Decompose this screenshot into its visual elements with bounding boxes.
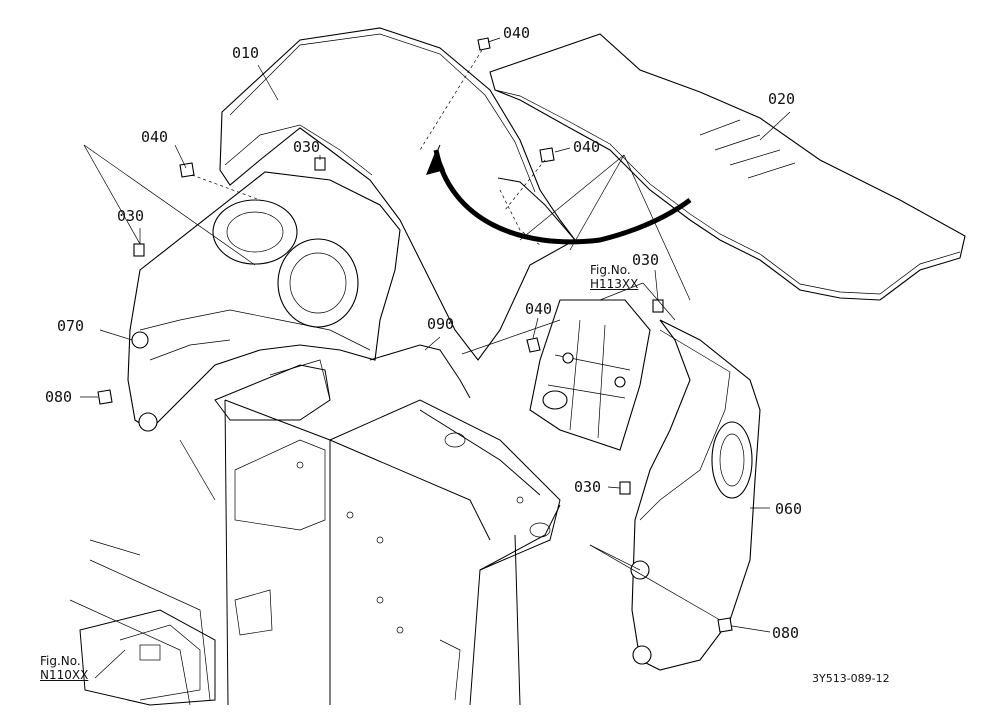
part-label-030-d: 030 <box>574 478 602 496</box>
leader-lines <box>80 37 791 679</box>
fig-ref-upper-title: Fig.No. <box>590 263 631 277</box>
part-label-040-c: 040 <box>573 138 601 156</box>
part-label-080-a: 080 <box>45 388 73 406</box>
document-id: 3Y513-089-12 <box>812 672 890 685</box>
fig-ref-lower[interactable]: Fig.No. N110XX <box>40 654 88 682</box>
part-label-020: 020 <box>768 90 796 108</box>
rotation-arrow <box>426 144 692 245</box>
part-label-010: 010 <box>232 44 260 62</box>
frame-chassis <box>214 359 561 706</box>
center-bracket-panel <box>529 299 651 451</box>
part-label-040-a: 040 <box>503 24 531 42</box>
part-label-070: 070 <box>57 317 85 335</box>
part-label-030-a: 030 <box>293 138 321 156</box>
rod-090 <box>369 344 471 399</box>
part-label-040-d: 040 <box>525 300 553 318</box>
fig-ref-upper-code[interactable]: H113XX <box>590 277 639 291</box>
fig-ref-lower-title: Fig.No. <box>40 654 81 668</box>
fig-ref-upper[interactable]: Fig.No. H113XX <box>590 263 638 291</box>
fasteners <box>97 37 733 633</box>
part-label-080-b: 080 <box>772 624 800 642</box>
part-label-030-b: 030 <box>117 207 145 225</box>
side-panel-060 <box>630 319 761 671</box>
part-label-060: 060 <box>775 500 803 518</box>
floor-panel-020 <box>489 33 966 301</box>
part-label-030-c: 030 <box>632 251 660 269</box>
side-panel-070 <box>127 171 401 432</box>
lower-housing <box>69 539 216 706</box>
part-label-090: 090 <box>427 315 455 333</box>
part-label-040-b: 040 <box>141 128 169 146</box>
fig-ref-lower-code[interactable]: N110XX <box>40 668 89 682</box>
